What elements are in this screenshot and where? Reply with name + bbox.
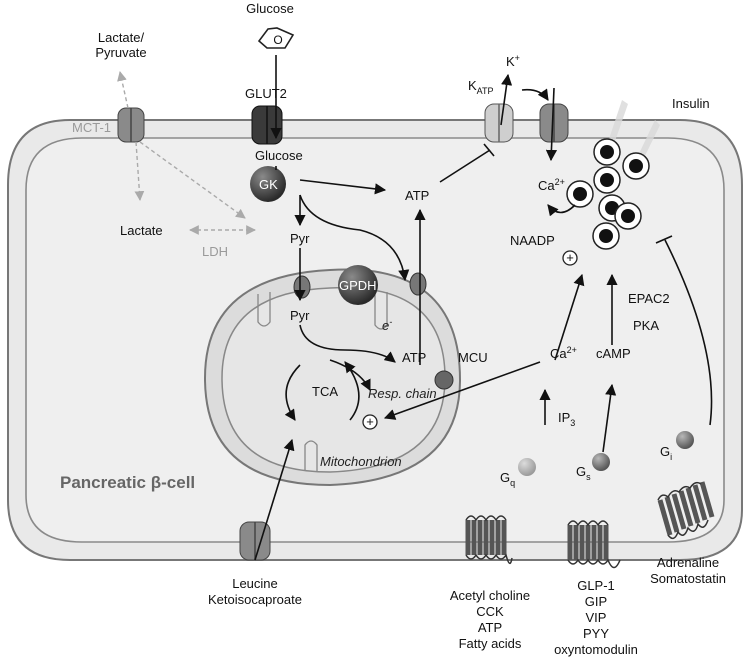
tca-to-resp-chain xyxy=(329,359,371,392)
plus-sign-mito: + xyxy=(366,414,374,429)
label-camp: cAMP xyxy=(596,346,631,361)
label-ca-top: Ca2+ xyxy=(538,177,565,193)
gq-protein xyxy=(518,458,536,476)
label-pyr-2: Pyr xyxy=(290,308,310,323)
plus-circle-naadp xyxy=(562,250,578,266)
ligand-gq-item: ATP xyxy=(478,620,502,635)
arrow-leucine xyxy=(254,438,295,561)
label-glucose-top: Glucose xyxy=(246,1,294,16)
glut2-transporter xyxy=(251,105,283,145)
label-gi: Gi xyxy=(660,444,672,462)
ligand-gs-item: oxyntomodulin xyxy=(554,642,638,657)
label-glucose-ring-oxygen: O xyxy=(273,33,282,47)
gs-protein xyxy=(592,453,610,471)
plus-circle-mito xyxy=(362,414,378,430)
ligand-list-gs: GLP-1 GIP VIP PYY oxyntomodulin xyxy=(554,578,638,657)
inhibit-bar-insulin xyxy=(655,235,673,244)
label-pyr-1: Pyr xyxy=(290,231,310,246)
label-atp-mito: ATP xyxy=(402,350,426,365)
label-gk: GK xyxy=(259,177,278,192)
label-ip3: IP3 xyxy=(558,410,575,428)
tca-cycle-arrow-left xyxy=(284,364,301,421)
label-gq: Gq xyxy=(500,470,515,488)
ligand-list-gi: Adrenaline Somatostatin xyxy=(650,555,726,586)
label-glucose-inner: Glucose xyxy=(255,148,303,163)
arrow-to-electrons xyxy=(299,194,410,282)
label-insulin: Insulin xyxy=(672,96,710,111)
arrow-mct-pyr xyxy=(139,141,246,219)
label-leucine: Leucine xyxy=(232,576,278,591)
arrow-pyr-tca xyxy=(299,324,396,363)
plus-sign-naadp: + xyxy=(566,250,574,265)
arrow-gk-atp xyxy=(299,179,387,195)
label-pka: PKA xyxy=(633,318,659,333)
label-ketoisocaproate: Ketoisocaproate xyxy=(208,592,302,607)
label-resp-chain: Resp. chain xyxy=(368,386,437,401)
ligand-list-gq: Acetyl choline CCK ATP Fatty acids xyxy=(450,588,530,651)
label-k-plus: K+ xyxy=(506,53,520,69)
glucose-molecule-icon xyxy=(257,27,295,49)
pyruvate-carrier xyxy=(293,275,311,299)
label-lactate: Lactate xyxy=(120,223,163,238)
ligand-gi-item: Adrenaline xyxy=(657,555,719,570)
inhibit-insulin-gi xyxy=(664,239,713,426)
arrow-ca-exocytosis xyxy=(554,273,585,361)
label-electron: e- xyxy=(382,317,392,333)
arrow-lactate-out xyxy=(117,71,129,109)
ligand-gs-item: PYY xyxy=(583,626,609,641)
label-mitochondrion: Mitochondrion xyxy=(320,454,402,469)
label-lactate-pyruvate-line2: Pyruvate xyxy=(95,45,146,60)
katp-channel xyxy=(484,103,514,143)
gi-protein xyxy=(676,431,694,449)
gpdh-enzyme xyxy=(338,265,378,305)
gi-receptor xyxy=(657,481,715,540)
label-lactate-pyruvate-line1: Lactate/ xyxy=(98,30,145,45)
label-katp: KATP xyxy=(468,78,494,96)
mitochondrion xyxy=(203,268,462,487)
gk-enzyme xyxy=(250,166,286,202)
arrow-depolarization xyxy=(521,88,549,101)
label-gpdh: GPDH xyxy=(339,278,377,293)
arrow-mct-lactate xyxy=(134,141,145,201)
arrow-k-efflux xyxy=(500,73,513,126)
arrow-ca-release xyxy=(547,204,576,217)
label-atp-top: ATP xyxy=(405,188,429,203)
label-ldh: LDH xyxy=(202,244,228,259)
ligand-gq-item: Fatty acids xyxy=(459,636,522,651)
mct1-transporter xyxy=(117,107,145,143)
arrow-gs-camp xyxy=(602,383,617,453)
label-epac2: EPAC2 xyxy=(628,291,670,306)
label-gs: Gs xyxy=(576,464,591,482)
ligand-gs-item: VIP xyxy=(586,610,607,625)
label-ca-mid: Ca2+ xyxy=(550,345,577,361)
cell-title: Pancreatic β-cell xyxy=(60,473,195,492)
atp-carrier xyxy=(409,272,427,296)
calcium-channel xyxy=(539,103,569,143)
gs-receptor xyxy=(567,520,621,569)
ligand-gs-item: GLP-1 xyxy=(577,578,615,593)
ligand-gq-item: Acetyl choline xyxy=(450,588,530,603)
arrow-ca-mito xyxy=(383,361,541,420)
label-mcu: MCU xyxy=(458,350,488,365)
label-glut2: GLUT2 xyxy=(245,86,287,101)
insulin-granules xyxy=(566,100,660,250)
ligand-gq-item: CCK xyxy=(476,604,504,619)
gq-receptor xyxy=(465,515,513,564)
ligand-gi-item: Somatostatin xyxy=(650,571,726,586)
label-tca: TCA xyxy=(312,384,338,399)
ligand-gs-item: GIP xyxy=(585,594,607,609)
inhibit-katp xyxy=(439,149,491,183)
arrow-ca-influx xyxy=(545,87,558,162)
label-naadp: NAADP xyxy=(510,233,555,248)
inhibit-bar-katp xyxy=(483,143,495,157)
label-mct1: MCT-1 xyxy=(72,120,111,135)
mcu-channel xyxy=(434,370,454,390)
